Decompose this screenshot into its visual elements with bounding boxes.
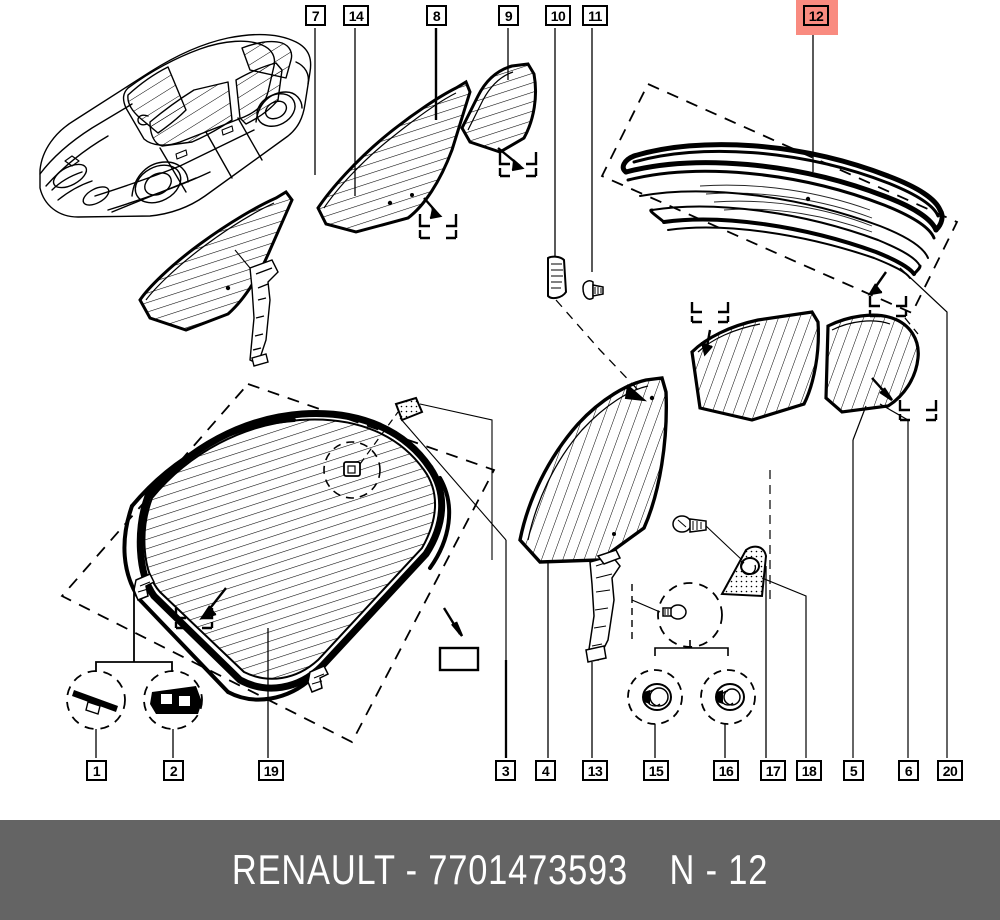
rear-window-seal-12: [600, 82, 959, 315]
callout-2[interactable]: 2: [163, 760, 184, 781]
callout-18[interactable]: 18: [796, 760, 822, 781]
bracket-marker-12: [867, 271, 908, 318]
bracket-marker-8: [418, 197, 458, 240]
callout-8[interactable]: 8: [426, 5, 447, 26]
callout-15[interactable]: 15: [643, 760, 669, 781]
window-regulator-13: [585, 549, 622, 663]
callout-16[interactable]: 16: [713, 760, 739, 781]
technical-drawing: [39, 28, 959, 758]
clip-detail-16: [700, 669, 756, 725]
callout-20[interactable]: 20: [937, 760, 963, 781]
windscreen-assembly-19: [60, 382, 496, 744]
bracket-screw-18: [672, 515, 707, 533]
callout-9[interactable]: 9: [498, 5, 519, 26]
guide-screw-11: [582, 280, 604, 300]
callout-3[interactable]: 3: [495, 760, 516, 781]
rear-quarter-glass-5: [690, 310, 820, 422]
callout-11[interactable]: 11: [582, 5, 608, 26]
front-quarter-glass-9: [460, 62, 538, 154]
clip-detail-1: [66, 670, 126, 730]
mounting-bracket-17: [720, 545, 768, 598]
callout-13[interactable]: 13: [582, 760, 608, 781]
detail-bracket-1-2: [95, 588, 173, 672]
bracket-marker-5: [690, 302, 730, 357]
callout-14[interactable]: 14: [343, 5, 369, 26]
mirror-base-patch: [323, 441, 381, 499]
callout-5[interactable]: 5: [843, 760, 864, 781]
callout-19[interactable]: 19: [258, 760, 284, 781]
callout-1[interactable]: 1: [86, 760, 107, 781]
glass-guide-strip-10: [547, 255, 568, 300]
mirror-mount: [394, 396, 424, 422]
bracket-marker-9: [497, 147, 538, 178]
arrow-to-rear-door-glass: [624, 384, 648, 402]
bracket-marker-6: [871, 377, 938, 422]
footer-bar: RENAULT - 7701473593 N - 12: [0, 820, 1000, 920]
windscreen-clip-lower: [307, 665, 330, 693]
callout-17[interactable]: 17: [760, 760, 786, 781]
screw-detail-circle: [631, 582, 723, 648]
clip-detail-2: [143, 670, 203, 730]
front-door-glass-7: [138, 190, 294, 332]
detail-bracket-15-16: [654, 640, 729, 656]
callout-4[interactable]: 4: [535, 760, 556, 781]
footer-caption: RENAULT - 7701473593 N - 12: [231, 846, 769, 893]
callout-6[interactable]: 6: [898, 760, 919, 781]
clip-detail-15: [627, 669, 683, 725]
rear-quarter-glass-6: [824, 313, 920, 414]
vehicle-illustration: [39, 33, 312, 218]
callout-12[interactable]: 12: [803, 5, 829, 26]
front-door-glass-8: [316, 79, 472, 234]
bracket-marker-19b: [438, 607, 480, 672]
callout-7[interactable]: 7: [305, 5, 326, 26]
bracket-marker-19a: [174, 587, 227, 630]
window-guide-rail-left: [249, 259, 279, 367]
rear-door-glass-3: [518, 376, 668, 564]
callout-10[interactable]: 10: [545, 5, 571, 26]
